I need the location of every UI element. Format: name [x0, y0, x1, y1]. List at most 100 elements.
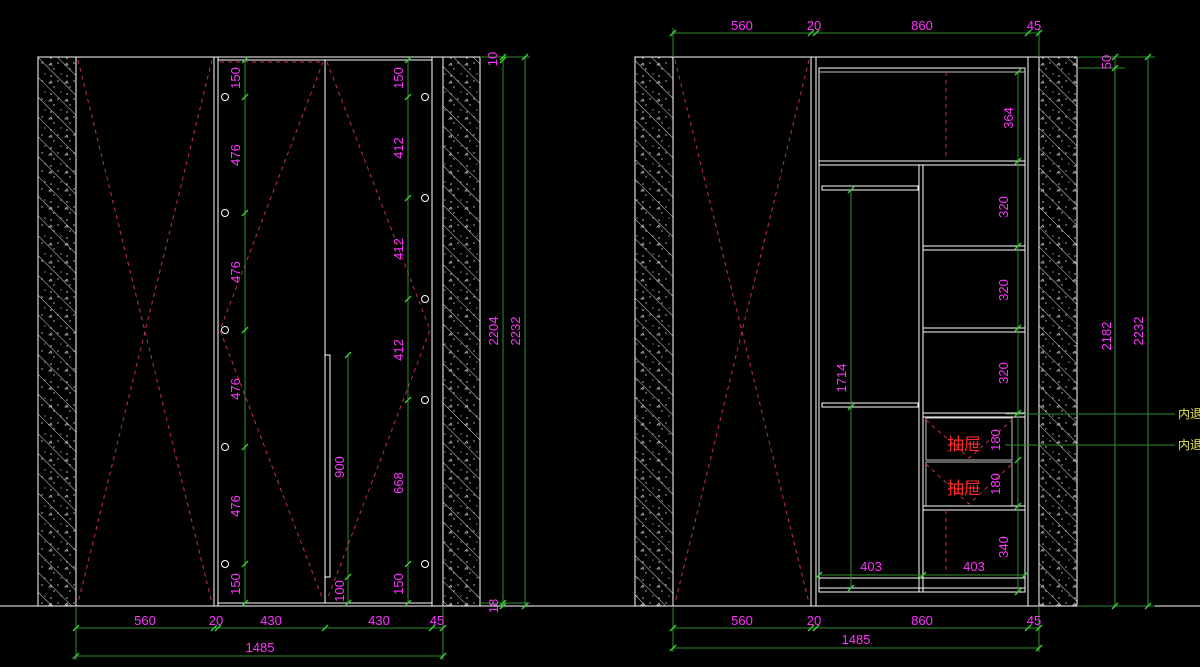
dim-r-2232: 2232: [1131, 317, 1146, 346]
dim-tick: [439, 624, 447, 632]
dim-tick: [499, 602, 507, 610]
dim-tick: [1035, 29, 1043, 37]
dim-width-403b: 403: [963, 559, 985, 574]
dim-tick: [812, 29, 820, 37]
dim-tick: [72, 624, 80, 632]
dim-tick: [1111, 53, 1119, 61]
dim-tick: [344, 599, 352, 607]
dim-tick: [669, 624, 677, 632]
dim-rd-3: 412: [391, 339, 406, 361]
dim-tick: [428, 624, 436, 632]
dim-tick: [847, 584, 855, 592]
dim-rb-560: 560: [731, 613, 753, 628]
right-top-dims: 560 20 860 45: [731, 18, 1041, 33]
dim-tick: [807, 624, 815, 632]
dim-tick: [439, 652, 447, 660]
dim-tick: [669, 644, 677, 652]
dim-tick: [1021, 571, 1029, 579]
dim-ld-4: 476: [228, 495, 243, 517]
dim-tick: [214, 624, 222, 632]
dim-tick: [404, 560, 412, 568]
dim-rd-1: 412: [391, 137, 406, 159]
dim-tick: [241, 56, 249, 64]
dim-tick: [1024, 624, 1032, 632]
dim-tick: [241, 209, 249, 217]
dim-left-45: 45: [430, 613, 444, 628]
dim-tick: [404, 599, 412, 607]
door-handle: [324, 354, 331, 578]
drawer-label-upper: 抽屉: [947, 435, 981, 455]
dimension-ticks: [72, 29, 1152, 660]
dim-tick: [344, 573, 352, 581]
dim-rb-total: 1485: [842, 632, 871, 647]
dim-tick: [210, 624, 218, 632]
hinge-dots: [221, 93, 429, 568]
dim-tick: [404, 93, 412, 101]
dim-tick: [1024, 29, 1032, 37]
dim-handle-height: 900: [332, 456, 347, 478]
dim-tick: [919, 571, 927, 579]
right-bottom-dims: 560 20 860 45 1485: [731, 613, 1041, 647]
hanging-rail-upper: [821, 185, 919, 191]
dim-tick: [241, 93, 249, 101]
dim-tick: [1014, 68, 1022, 76]
dim-tick: [241, 326, 249, 334]
dim-left-560: 560: [134, 613, 156, 628]
dim-tick: [1014, 456, 1022, 464]
dim-left-total: 1485: [246, 640, 275, 655]
dim-rt-20: 20: [807, 18, 821, 33]
hanging-rail-lower: [821, 402, 919, 408]
dim-tick: [1014, 409, 1022, 417]
right-interior-dims: 364 320 320 320 180 180 340 1714 403 403…: [834, 55, 1200, 574]
dim-tick: [1144, 53, 1152, 61]
dim-tick: [669, 29, 677, 37]
dim-tick: [1014, 324, 1022, 332]
dim-rt-45: 45: [1027, 18, 1041, 33]
dim-tick: [1014, 502, 1022, 510]
dim-tick: [1014, 588, 1022, 596]
dim-tick: [499, 56, 507, 64]
dim-int-320c: 320: [996, 362, 1011, 384]
dim-tick: [521, 602, 529, 610]
dim-tick: [521, 53, 529, 61]
dim-l-2232: 2232: [508, 317, 523, 346]
dim-rd-0: 150: [391, 67, 406, 89]
dim-tick: [404, 194, 412, 202]
dim-ld-0: 150: [228, 67, 243, 89]
door-right: [324, 59, 433, 604]
dim-handle-bottom: 100: [332, 580, 347, 602]
dim-left-430b: 430: [368, 613, 390, 628]
dim-tick: [404, 396, 412, 404]
dim-tick: [72, 652, 80, 660]
dim-r-50: 50: [1099, 55, 1114, 69]
left-bottom-dims: 560 20 430 430 45 1485: [134, 613, 444, 655]
dim-rd-2: 412: [391, 238, 406, 260]
dim-rb-45: 45: [1027, 613, 1041, 628]
note-inset-2: 内退: [1178, 438, 1200, 452]
dim-tick: [241, 599, 249, 607]
dim-tick: [241, 560, 249, 568]
dim-rd-4: 668: [391, 472, 406, 494]
dim-tick: [499, 53, 507, 61]
drawer-label-lower: 抽屉: [947, 479, 981, 499]
dim-tick: [812, 624, 820, 632]
dim-tick: [241, 443, 249, 451]
dim-width-403a: 403: [860, 559, 882, 574]
left-elevation: [37, 56, 530, 660]
dim-rt-860: 860: [911, 18, 933, 33]
dim-rb-860: 860: [911, 613, 933, 628]
drawer-upper: [925, 417, 1013, 461]
dim-tick: [1035, 644, 1043, 652]
dim-ld-1: 476: [228, 144, 243, 166]
dim-int-364: 364: [1001, 107, 1016, 129]
dim-tick: [1111, 64, 1119, 72]
dim-tick: [847, 403, 855, 411]
dim-tick: [815, 571, 823, 579]
wardrobe-carcass: [818, 67, 1026, 593]
door-left: [217, 59, 326, 604]
dim-int-320b: 320: [996, 279, 1011, 301]
left-door-dims: 150 476 476 476 476 150 150 412 412 412 …: [228, 52, 523, 613]
dim-rt-560: 560: [731, 18, 753, 33]
dim-tick: [499, 599, 507, 607]
